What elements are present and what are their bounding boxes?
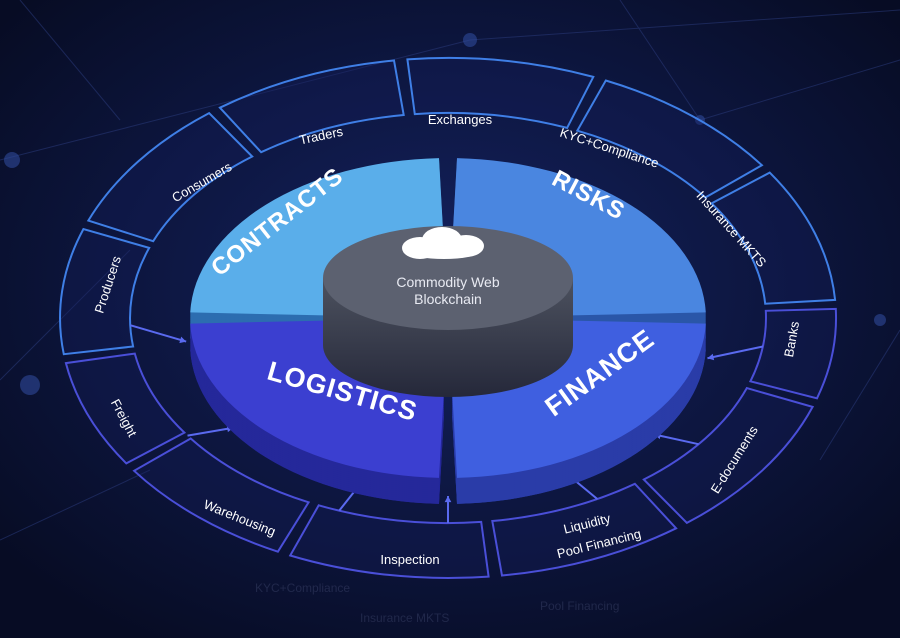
network-nodes bbox=[4, 33, 886, 395]
outer-box-inspection bbox=[288, 504, 490, 579]
hub-title-line-2: Blockchain bbox=[414, 291, 482, 307]
ring-segments bbox=[190, 158, 706, 504]
outer-box-liquidity bbox=[491, 482, 678, 577]
segment-logistics-top bbox=[190, 320, 444, 478]
outer-box-banks bbox=[748, 307, 838, 400]
connector-arrow bbox=[187, 426, 234, 437]
outer-box-e-documents bbox=[642, 386, 815, 525]
svg-text:Pool Financing: Pool Financing bbox=[540, 599, 619, 613]
connector-arrow bbox=[654, 433, 699, 446]
outer-box-warehousing bbox=[132, 437, 311, 553]
arrow-head bbox=[444, 496, 452, 503]
svg-text:KYC+Compliance: KYC+Compliance bbox=[255, 581, 350, 595]
segment-risks-top bbox=[452, 158, 706, 316]
outer-label-inspection: Inspection bbox=[380, 552, 439, 567]
outer-label-exchanges: Exchanges bbox=[428, 112, 493, 127]
outer-box-insurance-mkts bbox=[709, 171, 837, 305]
outer-box-traders bbox=[218, 59, 405, 154]
outer-label-banks: Banks bbox=[781, 320, 802, 359]
connector-arrow bbox=[129, 324, 187, 343]
outer-box-kyc-compliance bbox=[575, 79, 764, 199]
cloud-icon bbox=[402, 227, 484, 259]
hub-top bbox=[323, 226, 573, 330]
svg-text:Insurance MKTS: Insurance MKTS bbox=[360, 611, 449, 625]
center-hub: Commodity Web Blockchain bbox=[323, 226, 573, 397]
outer-box-freight bbox=[64, 352, 187, 465]
arrow-head bbox=[179, 336, 187, 344]
outer-box-exchanges bbox=[406, 57, 595, 130]
floor-reflection: KYC+Compliance Insurance MKTS Pool Finan… bbox=[255, 581, 619, 625]
outer-ring bbox=[59, 57, 838, 579]
segment-finance-top bbox=[452, 320, 706, 478]
arrow-head bbox=[707, 353, 715, 361]
segment-contracts-top bbox=[190, 158, 444, 316]
hub-title-line-1: Commodity Web bbox=[396, 274, 499, 290]
connector-arrow bbox=[707, 345, 764, 360]
outer-box-consumers bbox=[86, 111, 254, 243]
outer-box-producers bbox=[59, 227, 151, 356]
